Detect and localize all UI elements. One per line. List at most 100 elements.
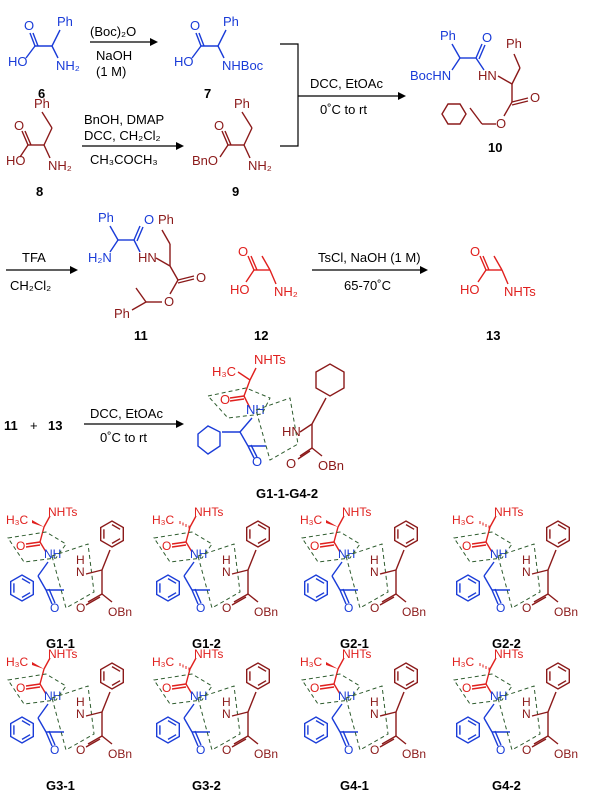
atom-h3c: H₃C — [152, 655, 175, 669]
atom-h: H — [370, 553, 379, 567]
atom-o: O — [222, 743, 231, 757]
atom-bochn: BocHN — [410, 68, 451, 83]
reaction-arrow-5: TsCl, NaOH (1 M) 65-70˚C — [312, 250, 428, 293]
atom-o: O — [496, 116, 506, 131]
atom-nhts: NHTs — [194, 505, 223, 519]
plus-sign: + — [30, 418, 38, 433]
atom-ph: Ph — [223, 14, 239, 29]
atom-ph: Ph — [34, 96, 50, 111]
reaction-arrow-3: DCC, EtOAc 0˚C to rt — [280, 43, 406, 147]
atom-nh: NH — [338, 547, 355, 561]
reagent-bnoh: BnOH, DMAP — [84, 112, 164, 127]
compound-12: O HO NH₂ 12 — [230, 244, 298, 343]
reaction-arrow-1: (Boc)₂O NaOH (1 M) — [90, 24, 158, 79]
reaction-arrow-2: BnOH, DMAP DCC, CH₂Cl₂ CH₃COCH₃ — [82, 112, 184, 167]
reagent-dcc: DCC, CH₂Cl₂ — [84, 128, 161, 143]
atom-n: N — [76, 707, 85, 721]
atom-nh: NH — [44, 547, 61, 561]
atom-o: O — [196, 743, 205, 757]
atom-h3c: H₃C — [212, 364, 236, 379]
compound-10: Ph O BocHN HN Ph O O 10 — [410, 28, 540, 155]
atom-h: H — [522, 695, 531, 709]
compound-label-8: 8 — [36, 184, 43, 199]
compound-label-13: 13 — [486, 328, 500, 343]
atom-obn: OBn — [402, 747, 426, 761]
compound-label-9: 9 — [232, 184, 239, 199]
isomer-label: G2-2 — [492, 636, 521, 651]
atom-nhts: NHTs — [504, 284, 536, 299]
isomer-label: G1-1 — [46, 636, 75, 651]
atom-ph: Ph — [506, 36, 522, 51]
reagent-tscl: TsCl, NaOH (1 M) — [318, 250, 421, 265]
atom-n: N — [522, 707, 531, 721]
atom-o: O — [76, 743, 85, 757]
atom-o: O — [496, 601, 505, 615]
atom-n: N — [222, 565, 231, 579]
reagent-dcc-etoac-2: DCC, EtOAc — [90, 406, 163, 421]
atom-hn: HN — [478, 68, 497, 83]
atom-o: O — [310, 539, 319, 553]
atom-obn: OBn — [318, 458, 344, 473]
atom-o: O — [220, 392, 230, 407]
atom-h3c: H₃C — [300, 513, 323, 527]
atom-o: O — [222, 601, 231, 615]
compound-6: Ph O HO NH₂ 6 — [8, 14, 80, 101]
atom-o: O — [522, 601, 531, 615]
atom-obn: OBn — [554, 605, 578, 619]
atom-nh: NH — [490, 689, 507, 703]
atom-o: O — [144, 212, 154, 227]
isomer-label: G3-2 — [192, 778, 221, 793]
reaction-arrow-4: TFA CH₂Cl₂ — [6, 250, 78, 293]
atom-nh: NH — [490, 547, 507, 561]
compound-label-7: 7 — [204, 86, 211, 101]
atom-ph: Ph — [98, 210, 114, 225]
atom-nh: NH — [44, 689, 61, 703]
atom-obn: OBn — [108, 605, 132, 619]
reagent-naoh: NaOH — [96, 48, 132, 63]
isomer-label: G2-1 — [340, 636, 369, 651]
atom-nh2: NH₂ — [248, 158, 272, 173]
atom-o: O — [238, 244, 248, 259]
reagent-temp2: 65-70˚C — [344, 278, 391, 293]
isomer-label: G4-2 — [492, 778, 521, 793]
reagent-1m: (1 M) — [96, 64, 126, 79]
atom-h: H — [522, 553, 531, 567]
atom-o: O — [196, 601, 205, 615]
atom-o: O — [470, 244, 480, 259]
atom-h: H — [222, 553, 231, 567]
atom-o: O — [76, 601, 85, 615]
atom-nh: NH — [246, 402, 265, 417]
atom-o: O — [50, 601, 59, 615]
atom-o: O — [370, 743, 379, 757]
atom-bno: BnO — [192, 153, 218, 168]
atom-o: O — [530, 90, 540, 105]
compound-label-10: 10 — [488, 140, 502, 155]
atom-h: H — [76, 695, 85, 709]
atom-nh2: NH₂ — [274, 284, 298, 299]
atom-nh2: NH₂ — [56, 58, 80, 73]
reagent-boc2o: (Boc)₂O — [90, 24, 136, 39]
reaction-arrow-6: 11 + 13 DCC, EtOAc 0˚C to rt — [4, 406, 184, 445]
atom-o: O — [344, 743, 353, 757]
atom-h2n: H₂N — [88, 250, 112, 265]
atom-ph: Ph — [114, 306, 130, 321]
atom-o: O — [522, 743, 531, 757]
atom-o: O — [252, 454, 262, 469]
atom-n: N — [76, 565, 85, 579]
atom-nhts: NHTs — [494, 505, 523, 519]
atom-nh: NH — [190, 689, 207, 703]
atom-nh: NH — [190, 547, 207, 561]
atom-ho: HO — [174, 54, 194, 69]
atom-o: O — [496, 743, 505, 757]
atom-o: O — [482, 30, 492, 45]
atom-nhts: NHTs — [194, 647, 223, 661]
atom-ho: HO — [6, 153, 26, 168]
atom-o: O — [370, 601, 379, 615]
